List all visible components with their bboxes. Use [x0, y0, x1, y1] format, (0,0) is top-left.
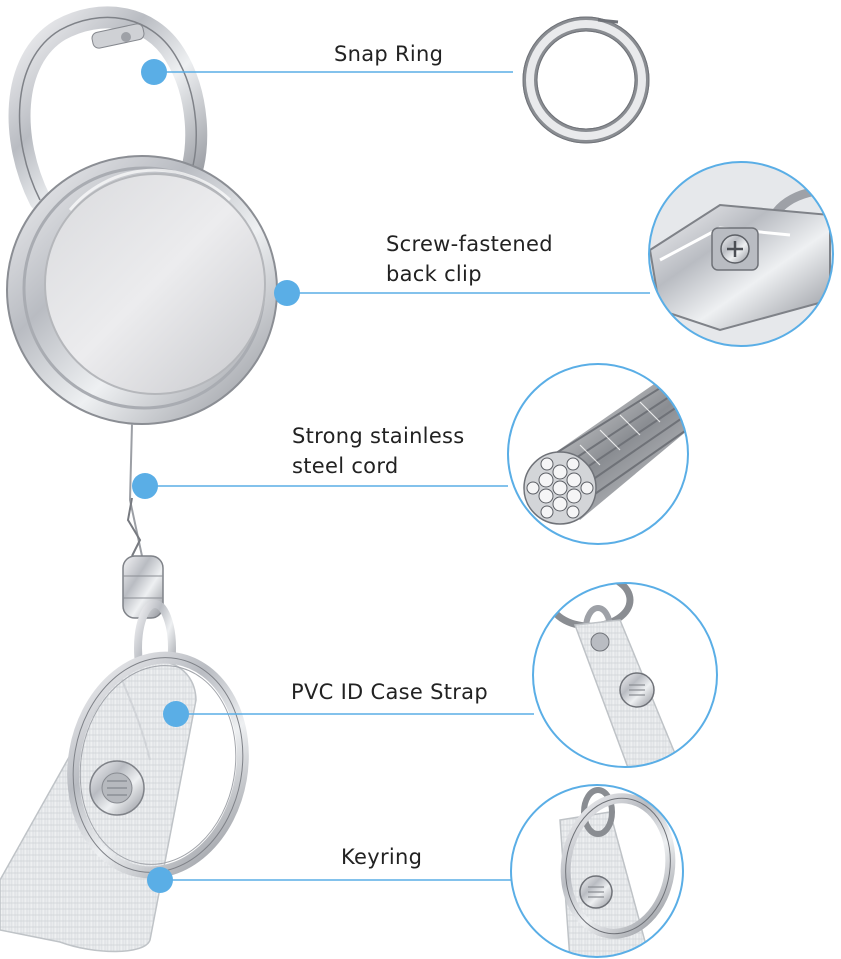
screw-clip-icon: [648, 161, 834, 347]
label-steel-cord: Strong stainless steel cord: [292, 424, 465, 478]
callout-dot-pvc-strap: [163, 701, 189, 727]
callout-dot-steel-cord: [132, 473, 158, 499]
wire-rope-icon: [507, 363, 689, 545]
callout-lines: [132, 59, 650, 893]
reel-face: [44, 173, 266, 395]
keyring-icon: [510, 784, 684, 958]
strap-icon: [532, 582, 718, 768]
label-keyring: Keyring: [341, 845, 423, 869]
label-pvc-strap: PVC ID Case Strap: [291, 680, 488, 704]
snap-ring-icon: [522, 16, 650, 144]
label-back-clip: Screw-fastened back clip: [386, 232, 553, 286]
callout-dot-back-clip: [274, 280, 300, 306]
callout-dot-keyring: [147, 867, 173, 893]
label-snap-ring: Snap Ring: [334, 42, 444, 66]
main-product-illustration: [0, 6, 278, 953]
callout-dot-snap-ring: [141, 59, 167, 85]
